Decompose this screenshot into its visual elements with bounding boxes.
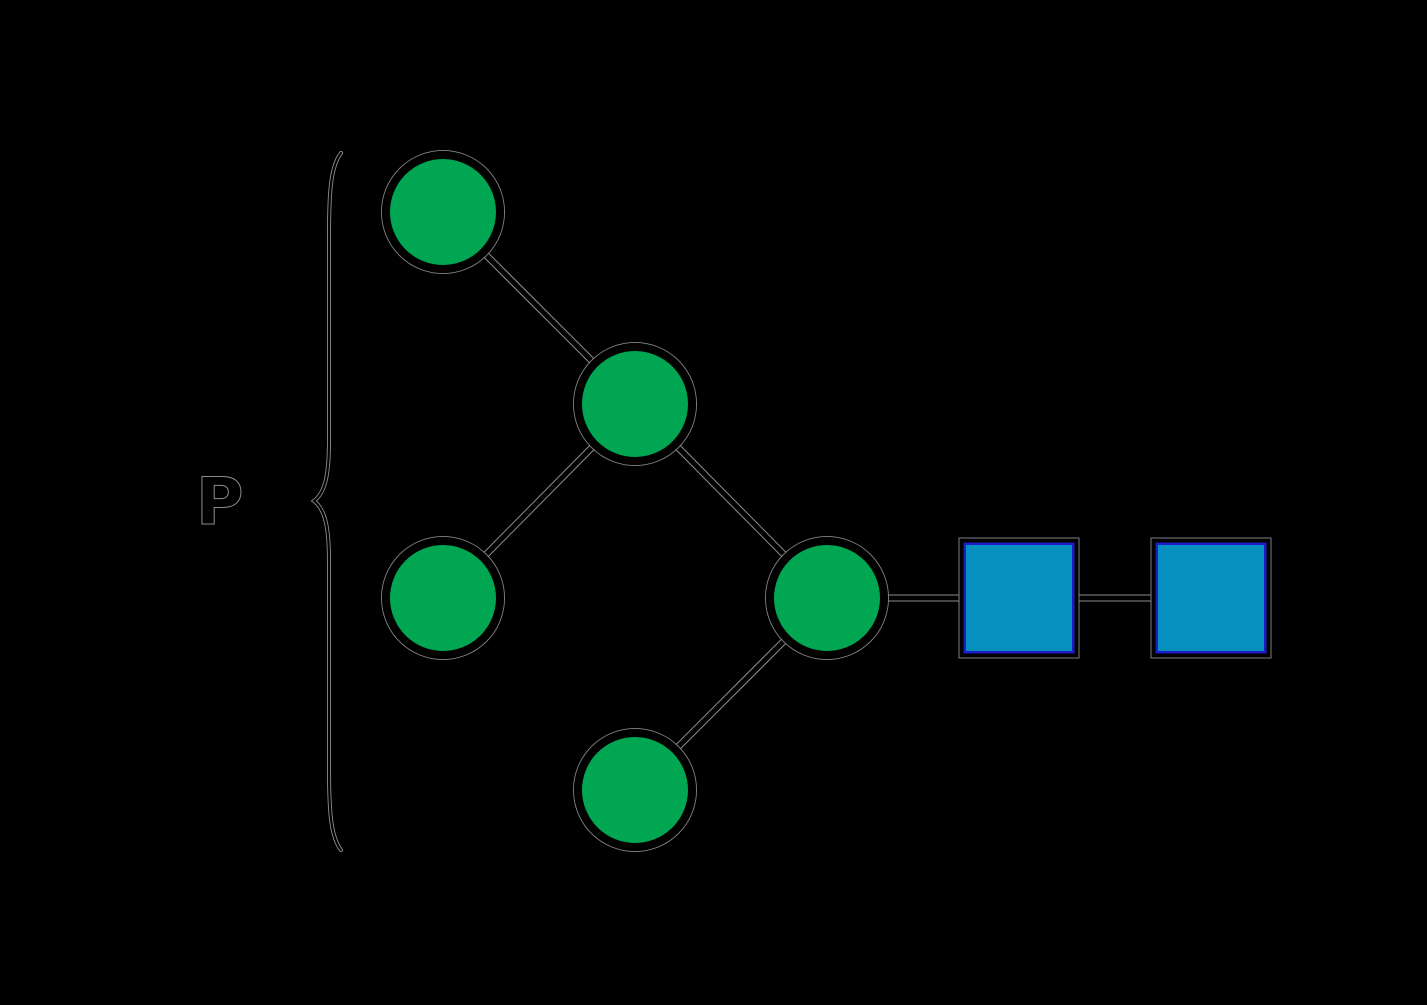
glcnac-node [1150,537,1272,659]
mannose-node [765,536,889,660]
mannose-node [573,342,697,466]
glcnac-node [958,537,1080,659]
mannose-node [573,728,697,852]
mannose-node [381,150,505,274]
phosphorylation-brace [310,151,343,852]
mannose-node [381,536,505,660]
phosphate-label: P [196,465,244,540]
